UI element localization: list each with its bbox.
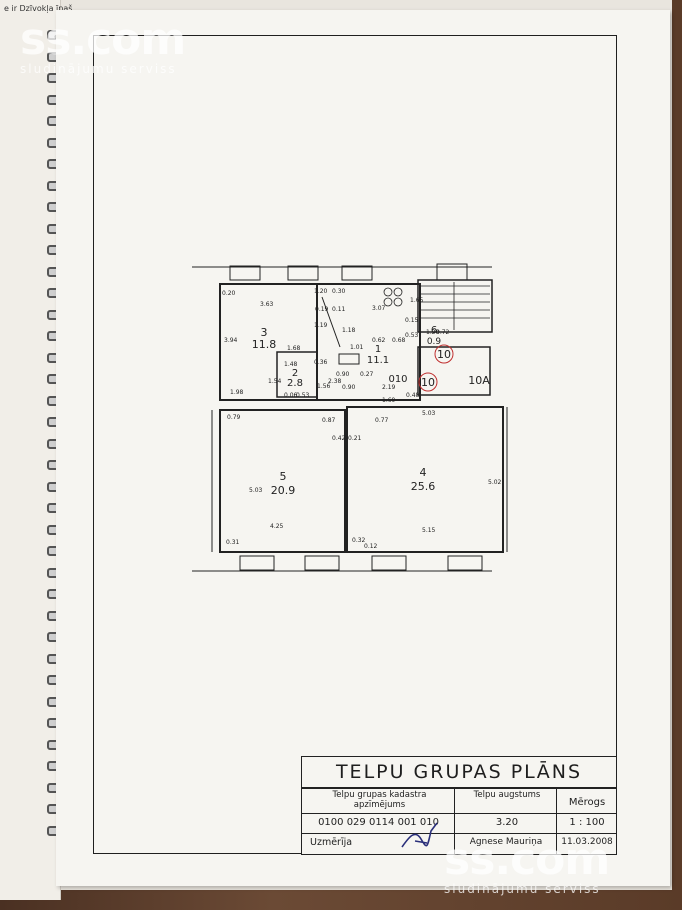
dimension-label: 0.30 xyxy=(332,288,346,295)
dimension-label: 5.03 xyxy=(249,487,263,494)
surveyor-name: Agnese Mauriņa xyxy=(469,837,543,847)
dimension-label: 0.27 xyxy=(360,371,374,378)
dimension-label: 5.15 xyxy=(422,527,436,534)
title-block-heading: TELPU GRUPAS PLĀNS xyxy=(335,761,583,783)
dimension-label: 2.38 xyxy=(328,378,342,385)
scale-header: Mērogs xyxy=(568,797,606,808)
dimension-label: 0.79 xyxy=(227,414,241,421)
dimension-label: 5.03 xyxy=(422,410,436,417)
dimension-label: 1.48 xyxy=(284,361,298,368)
room-number: 3 xyxy=(261,326,268,339)
floor-plan-drawing: 3 11.8 2 2.8 1 11.1 6 0.9 5 20.9 4 25.6 … xyxy=(192,263,508,572)
cadastral-header: Telpu grupas kadastra apzīmējums xyxy=(332,790,427,810)
watermark-tagline: sludinājumu serviss xyxy=(444,882,601,896)
watermark-brand: ss.com xyxy=(444,834,610,885)
watermark-top: ss.com sludinājumu serviss xyxy=(20,14,186,77)
dimension-label: 1.18 xyxy=(342,327,356,334)
dimension-label: 0.90 xyxy=(336,371,350,378)
dimension-label: 1.19 xyxy=(314,322,328,329)
room-area: 0.9 xyxy=(427,337,442,347)
dimension-label: 0.21 xyxy=(348,435,362,442)
scale-value: 1 : 100 xyxy=(569,817,605,828)
circled-label: 10 xyxy=(437,348,451,361)
room-number: 1 xyxy=(375,344,381,355)
surveyor-label: Uzmērīja xyxy=(310,837,353,848)
dimension-label: 0.77 xyxy=(375,417,389,424)
dimension-label: 2.19 xyxy=(382,384,396,391)
room-area: 11.8 xyxy=(252,338,277,351)
dimension-label: 1.98 xyxy=(230,389,244,396)
dimension-label: 0.06 xyxy=(284,392,298,399)
room-area: 20.9 xyxy=(271,484,296,497)
unit-label: 10A xyxy=(468,374,490,387)
dimension-label: 3.94 xyxy=(224,337,238,344)
dimension-label: 0.11 xyxy=(332,306,346,313)
circled-label: 10 xyxy=(421,376,435,389)
dimension-label: 0.15 xyxy=(405,317,419,324)
survey-date: 11.03.2008 xyxy=(561,837,613,847)
dimension-label: 0.53 xyxy=(405,332,419,339)
background-tab-text: e ir Dzīvokļa īpaš xyxy=(4,4,73,13)
dimension-label: 1.68 xyxy=(287,345,301,352)
room-area: 11.1 xyxy=(367,355,389,366)
dimension-label: 0.68 xyxy=(392,337,406,344)
dimension-label: 3.63 xyxy=(260,301,274,308)
dimension-label: 5.02 xyxy=(488,479,502,486)
binder-page-edge: e ir Dzīvokļa īpaš xyxy=(0,0,72,900)
dimension-label: 1.20 xyxy=(314,288,328,295)
watermark-tagline: sludinājumu serviss xyxy=(20,62,177,76)
dimension-label: 0.48 xyxy=(406,392,420,399)
dimension-label: 4.25 xyxy=(270,523,284,530)
floor-plan-sheet xyxy=(56,10,670,886)
dimension-label: 1.54 xyxy=(268,378,282,385)
watermark-bottom: ss.com sludinājumu serviss xyxy=(444,834,610,897)
dimension-label: 0.32 xyxy=(352,537,366,544)
dimension-label: 0.90 xyxy=(342,384,356,391)
watermark-brand: ss.com xyxy=(20,14,186,65)
dimension-label: 0.53 xyxy=(296,392,310,399)
ceiling-height: 3.20 xyxy=(495,817,519,828)
height-header: Telpu augstums xyxy=(473,790,541,800)
dimension-label: 1.20 xyxy=(426,329,440,336)
room-number: 2 xyxy=(292,368,298,379)
dimension-label: 0.20 xyxy=(222,290,236,297)
room-number: 4 xyxy=(420,466,427,479)
code-label: 010 xyxy=(388,374,407,385)
cadastral-number: 0100 029 0114 001 010 xyxy=(318,817,439,828)
dimension-label: 1.65 xyxy=(410,297,424,304)
dimension-label: 0.87 xyxy=(322,417,336,424)
dimension-label: 0.12 xyxy=(364,543,378,550)
dimension-label: 0.36 xyxy=(314,359,328,366)
dimension-label: 3.07 xyxy=(372,305,386,312)
dimension-label: 1.69 xyxy=(382,397,396,404)
room-area: 25.6 xyxy=(411,480,436,493)
dimension-label: 1.56 xyxy=(317,383,331,390)
room-number: 5 xyxy=(280,470,287,483)
surveyor-signature xyxy=(401,822,438,848)
dimension-label: 0.42 xyxy=(332,435,346,442)
dimension-label: 0.31 xyxy=(226,539,240,546)
dimension-label: 0.72 xyxy=(436,329,450,336)
dimension-label: 1.01 xyxy=(350,344,364,351)
dimension-label: 0.19 xyxy=(315,306,329,313)
title-block: TELPU GRUPAS PLĀNS Telpu grupas kadastra… xyxy=(301,756,617,855)
room-number: 6 xyxy=(431,325,437,336)
room-area: 2.8 xyxy=(287,378,303,389)
dimension-label: 0.62 xyxy=(372,337,386,344)
